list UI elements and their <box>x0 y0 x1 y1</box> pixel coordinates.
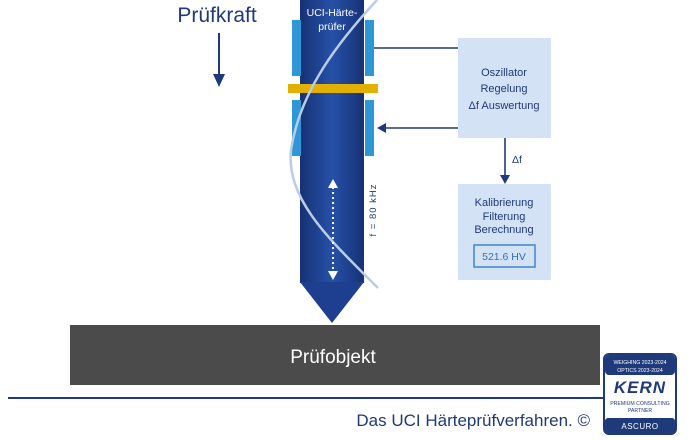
calc-line1: Kalibrierung <box>475 197 534 209</box>
badge-brand: KERN <box>614 378 666 397</box>
test-object: Prüfobjekt <box>70 325 600 385</box>
badge-line3: PREMIUM CONSULTING <box>610 401 670 407</box>
frequency-label: f = 80 kHz <box>368 183 379 236</box>
badge-line1: WEIGHING 2023-2024 <box>613 360 666 366</box>
probe-label-line2: prüfer <box>318 21 346 33</box>
test-object-label: Prüfobjekt <box>290 347 376 368</box>
badge-name: ASCURO <box>621 422 658 431</box>
hardness-display <box>473 244 536 268</box>
probe-rod <box>300 0 364 323</box>
hardness-reading: 521.6 HV <box>482 251 526 263</box>
oscillator-box: Oszillator Regelung Δf Auswertung <box>458 38 551 138</box>
node-clamp <box>288 84 378 93</box>
calc-line2: Filterung <box>483 211 526 223</box>
vibration-arrow <box>328 179 338 280</box>
badge-line4: PARTNER <box>628 408 653 414</box>
calc-line3: Berechnung <box>474 224 533 236</box>
caption-text: Das UCI Härteprüfverfahren. © <box>356 411 590 430</box>
delta-f-label: Δf <box>512 154 522 166</box>
oscillator-line2: Regelung <box>480 83 527 95</box>
badge-line2: OPTICS 2023-2024 <box>617 368 663 374</box>
oscillator-line3: Δf Auswertung <box>469 100 540 112</box>
calculation-box: Kalibrierung Filterung Berechnung 521.6 … <box>458 184 551 280</box>
connector-lines <box>374 47 510 184</box>
kern-partner-badge: WEIGHING 2023-2024 OPTICS 2023-2024 KERN… <box>603 353 677 435</box>
force-label: Prüfkraft <box>177 4 257 27</box>
probe-label-line1: UCI-Härte- <box>307 7 358 19</box>
oscillator-line1: Oszillator <box>481 67 527 79</box>
force-arrow <box>213 33 225 87</box>
oscillation-wave <box>289 0 379 289</box>
